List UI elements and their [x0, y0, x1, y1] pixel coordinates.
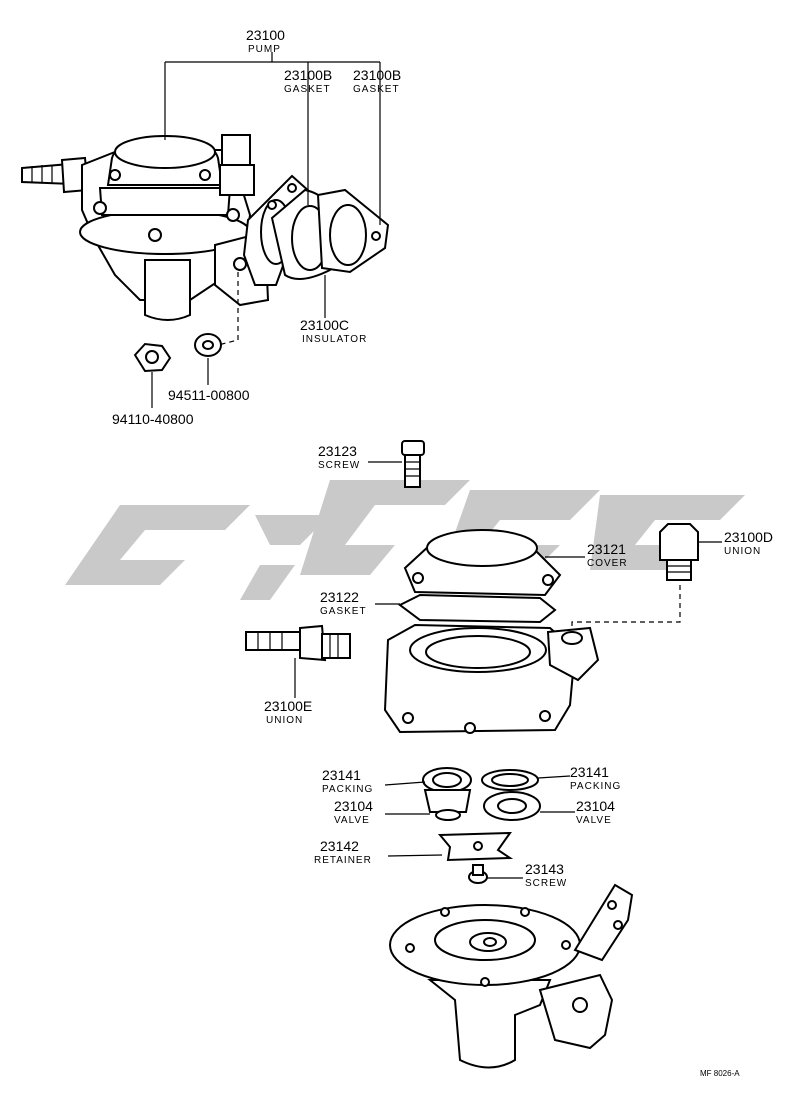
washer-94511-00800: [194, 333, 222, 357]
label-union-d-name: UNION: [724, 546, 761, 557]
label-packing-right-name: PACKING: [570, 781, 621, 792]
label-washer-number: 94511-00800: [168, 387, 250, 403]
label-cover-number: 23121: [587, 541, 626, 557]
leader-washer-dashed: [217, 272, 239, 346]
label-nut-number: 94110-40800: [112, 411, 194, 427]
label-retainer-name: RETAINER: [314, 855, 372, 866]
label-valve-left-number: 23104: [334, 798, 373, 814]
label-pump-name: PUMP: [248, 44, 281, 55]
gasket-23122: [398, 593, 557, 624]
label-gasket-a-number: 23100B: [284, 67, 332, 83]
cover-23121: [403, 529, 562, 597]
label-screw-bottom-number: 23143: [525, 861, 564, 877]
label-gasket-b-name: GASKET: [353, 84, 400, 95]
label-union-e-number: 23100E: [264, 698, 312, 714]
label-packing-right-number: 23141: [570, 764, 609, 780]
label-valve-right-number: 23104: [576, 798, 615, 814]
label-retainer-number: 23142: [320, 838, 359, 854]
gasket-23100b-b: [316, 188, 390, 274]
label-valve-right-name: VALVE: [576, 815, 612, 826]
union-23100d: [659, 523, 699, 581]
leader-packing-left: [384, 781, 426, 786]
watermark-logo: [65, 480, 745, 600]
screw-23143: [468, 864, 488, 884]
label-insulator-name: INSULATOR: [302, 334, 367, 345]
drawing-code: MF 8026-A: [700, 1069, 740, 1078]
label-screw-bottom-name: SCREW: [525, 878, 567, 889]
label-screw-top-number: 23123: [318, 443, 357, 459]
union-23100e: [245, 624, 351, 662]
label-union-d-number: 23100D: [724, 529, 773, 545]
leader-pump: [164, 52, 381, 225]
label-union-e-name: UNION: [266, 715, 303, 726]
label-pump-number: 23100: [246, 27, 285, 43]
label-cover-name: COVER: [587, 558, 628, 569]
label-gasket-a-name: GASKET: [284, 84, 331, 95]
packing-23141-left: [422, 767, 472, 793]
leader-retainer: [387, 854, 443, 857]
packing-23141-right: [481, 769, 539, 791]
pump-assembly: [21, 134, 270, 321]
leader-union-d-dashed: [571, 585, 681, 632]
lower-housing: [389, 883, 634, 1069]
upper-housing: [383, 623, 600, 734]
valve-23104-left: [423, 789, 472, 821]
label-valve-left-name: VALVE: [334, 815, 370, 826]
label-packing-left-name: PACKING: [322, 784, 373, 795]
leader-packing-right: [537, 775, 571, 779]
label-packing-left-number: 23141: [322, 767, 361, 783]
label-gasket-c-name: GASKET: [320, 606, 367, 617]
label-screw-top-name: SCREW: [318, 460, 360, 471]
nut-94110-40800: [133, 342, 172, 373]
retainer-23142: [437, 831, 514, 862]
label-insulator-number: 23100C: [300, 317, 349, 333]
label-gasket-b-number: 23100B: [353, 67, 401, 83]
valve-23104-right: [483, 791, 541, 821]
screw-23123: [401, 440, 425, 488]
label-gasket-c-number: 23122: [320, 589, 359, 605]
